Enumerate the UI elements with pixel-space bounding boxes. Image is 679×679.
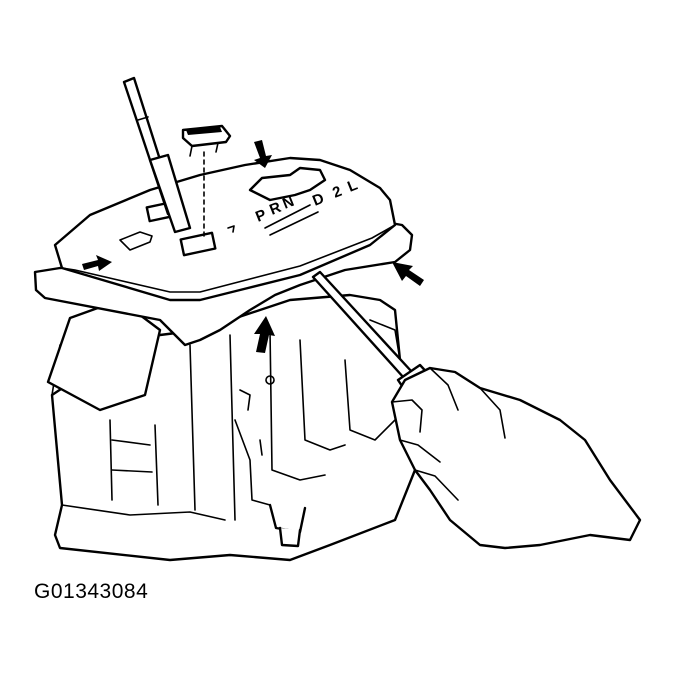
figure-code: G01343084 [34,580,149,603]
shift-lever [122,76,192,234]
pointer-arrows [82,140,424,353]
arrow-icon [254,140,272,168]
lever-clip [181,124,232,237]
hand [390,366,642,550]
shifter-housing [46,293,422,562]
arrow-icon [82,255,112,271]
arrow-icon [392,262,424,286]
indicator-panel [53,156,397,302]
arrow-icon [254,316,275,353]
